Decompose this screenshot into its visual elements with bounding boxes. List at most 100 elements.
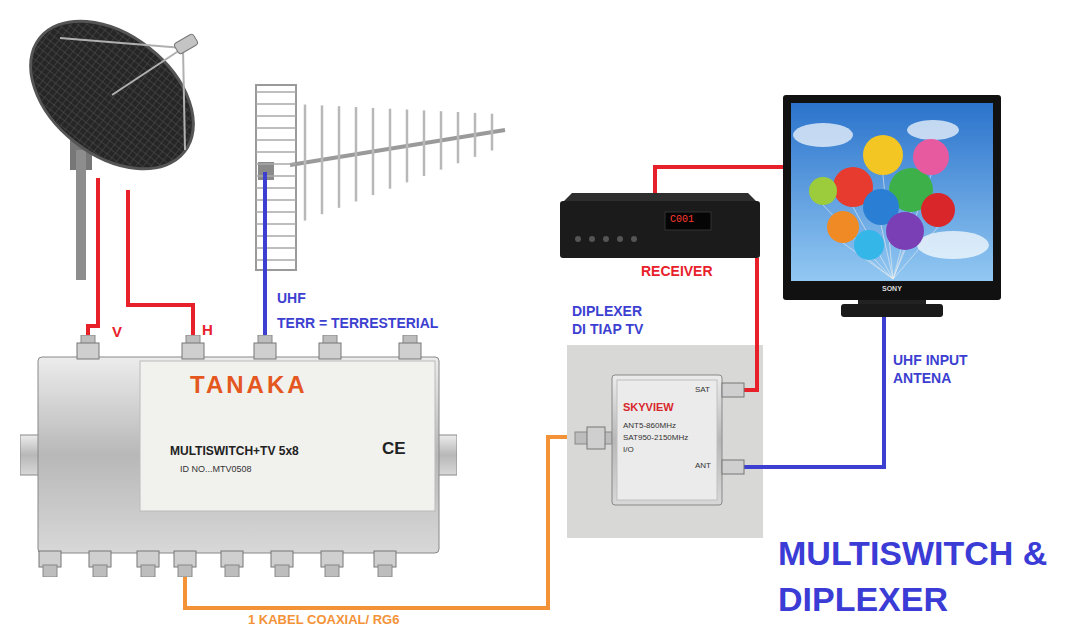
diplexer-body <box>612 375 722 505</box>
band-spec: SAT950-2150MHz <box>623 433 688 442</box>
ant-port <box>722 460 744 474</box>
receiver-button <box>603 236 609 242</box>
cloud <box>917 231 989 259</box>
antenna-element <box>389 109 392 189</box>
antenna-element <box>457 112 460 163</box>
balloon <box>854 230 884 260</box>
tv-screen <box>791 103 993 281</box>
antenna-element <box>338 106 341 208</box>
photo-ground <box>567 345 763 538</box>
antenna-element <box>491 114 494 151</box>
antenna-element <box>423 110 426 176</box>
feed-arm <box>60 38 183 48</box>
output-port <box>178 565 192 577</box>
satellite-receiver: C001 <box>560 193 760 258</box>
port-name: ANT <box>695 461 711 470</box>
input-port <box>254 343 276 359</box>
output-port <box>325 565 339 577</box>
output-port <box>225 565 239 577</box>
device-label: RECEIVER <box>641 262 713 280</box>
satellite-dish <box>3 0 222 280</box>
cloud <box>907 120 959 140</box>
diplexer-device: SKYVIEWSATANT5-860MHzSAT950-2150MHzI/OAN… <box>567 345 763 538</box>
output-port <box>275 565 289 577</box>
reflector-rod <box>256 151 296 153</box>
label-plate <box>140 361 435 511</box>
port-name: I/O <box>623 445 634 454</box>
signal-label: UHF INPUT ANTENA <box>893 351 993 387</box>
io-port <box>587 427 605 449</box>
input-port <box>182 343 204 359</box>
lnb <box>173 33 198 54</box>
input-port <box>77 343 99 359</box>
antenna-element <box>406 110 409 183</box>
balloon <box>827 211 859 243</box>
cloud <box>793 123 853 147</box>
sat-port <box>722 383 744 397</box>
receiver-body <box>560 201 760 258</box>
antenna-element <box>321 105 324 214</box>
label-plate <box>617 380 717 500</box>
antenna-element <box>474 113 477 157</box>
input-port <box>319 343 341 359</box>
output-port <box>43 565 57 577</box>
reflector-rod <box>256 127 296 129</box>
signal-label: UHF <box>277 289 306 307</box>
ant-cable <box>744 465 763 469</box>
coax-cable <box>763 317 884 467</box>
multiswitch-body <box>38 357 439 553</box>
multiswitch-device: TANAKA MULTISWITCH+TV 5x8 ID NO...MTV0508 C… <box>20 335 457 577</box>
output-port <box>141 565 155 577</box>
horizontal-lnb-cable <box>128 190 193 336</box>
reflector-rod <box>256 115 296 117</box>
output-port <box>93 565 107 577</box>
reflector-rod <box>256 223 296 225</box>
antenna-element <box>304 105 307 221</box>
output-port <box>378 565 392 577</box>
reflector-rod <box>256 259 296 261</box>
reflector-rod <box>256 211 296 213</box>
signal-label: TERR = TERRESTERIAL <box>277 314 438 332</box>
vertical-lnb-cable <box>88 178 98 336</box>
model-name: MULTISWITCH+TV 5x8 <box>170 445 299 459</box>
television: SONY <box>783 95 1001 317</box>
coax-cable <box>655 167 783 193</box>
balloon-string <box>869 260 893 279</box>
brand-name: SONY <box>882 285 902 293</box>
polarity-label: H <box>202 320 213 340</box>
receiver-button <box>589 236 595 242</box>
id-number: ID NO...MTV0508 <box>180 464 252 474</box>
tv-stand <box>841 304 943 317</box>
receiver-button <box>575 236 581 242</box>
diagram-title: MULTISWITCH & DIPLEXER <box>778 530 1070 622</box>
balloon <box>809 177 837 205</box>
device-label: DIPLEXER DI TIAP TV <box>572 302 656 338</box>
receiver-button <box>631 236 637 242</box>
brand-logo: TANAKA <box>190 371 308 399</box>
feed-arm <box>183 48 185 150</box>
port-name: SAT <box>695 385 710 394</box>
ce-mark: CE <box>382 439 406 459</box>
reflector-rod <box>256 235 296 237</box>
balloon <box>913 139 949 175</box>
uhf-antenna-cable <box>263 172 267 336</box>
reflector-rod <box>256 139 296 141</box>
dish-reflector <box>3 0 222 199</box>
uhf-antenna <box>256 85 505 270</box>
balloon <box>886 212 924 250</box>
antenna-element <box>355 107 358 201</box>
reflector-rod <box>256 103 296 105</box>
antenna-element <box>372 108 375 195</box>
dish-mast <box>76 150 86 280</box>
reflector-rod <box>256 247 296 249</box>
reflector-rod <box>256 199 296 201</box>
reflector-rod <box>256 163 296 165</box>
polarity-label: V <box>112 322 122 342</box>
satellite-receiver-shape <box>560 193 760 258</box>
input-port <box>399 343 421 359</box>
reflector-rod <box>256 175 296 177</box>
reflector-rod <box>256 187 296 189</box>
brand-name: SKYVIEW <box>623 401 674 414</box>
balloon <box>921 193 955 227</box>
sat-cable <box>744 345 757 390</box>
